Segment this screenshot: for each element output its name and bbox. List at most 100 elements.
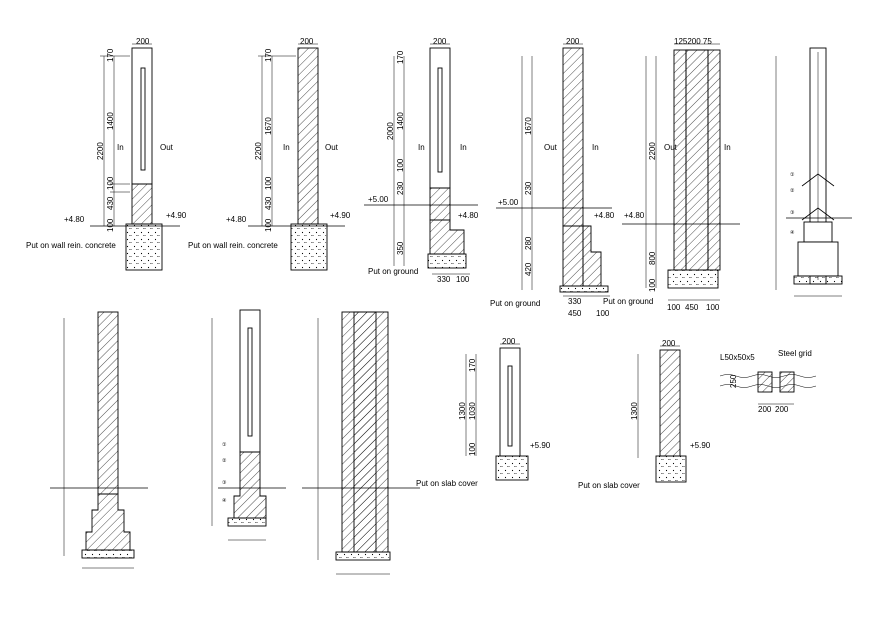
dim: 1400 <box>106 112 115 130</box>
angle-label: L50x50x5 <box>720 353 755 362</box>
dim: 100 <box>106 176 115 190</box>
dim: 330 <box>568 297 582 306</box>
level: +5.00 <box>498 198 519 207</box>
dim: 2200 <box>648 142 657 160</box>
detail-b1 <box>50 311 148 569</box>
svg-text:④: ④ <box>790 230 795 236</box>
dim: 100 <box>106 218 115 232</box>
dim: 1300 <box>458 402 467 420</box>
dim: 450 <box>685 303 699 312</box>
dim: 100 <box>456 275 470 284</box>
level: +4.80 <box>226 215 247 224</box>
svg-text:③: ③ <box>790 210 795 216</box>
side-in: In <box>418 143 425 152</box>
dim-width: 200 <box>502 337 516 346</box>
dim: 230 <box>396 181 405 195</box>
detail-b4: 200 170 1300 1030 100 +5.90 Put on slab … <box>416 337 551 488</box>
side-out: Out <box>325 143 339 152</box>
level: +4.80 <box>624 211 645 220</box>
detail-grid: L50x50x5 Steel grid 250 200 200 <box>719 349 817 414</box>
side-in: In <box>592 143 599 152</box>
side-out: Out <box>544 143 558 152</box>
dim: 200 <box>775 405 789 414</box>
dim: 170 <box>468 358 477 372</box>
note: Put on wall rein. concrete <box>26 241 116 250</box>
detail-3: 200 170 1400 2000 100 230 350 In In +5.0… <box>364 37 479 284</box>
dim-width: 200 <box>566 37 580 46</box>
svg-text:②: ② <box>790 188 795 194</box>
dim: 430 <box>264 196 273 210</box>
dim-width: 200 <box>300 37 314 46</box>
dim: 200 <box>758 405 772 414</box>
dim: 1300 <box>630 402 639 420</box>
dim: 1400 <box>396 112 405 130</box>
svg-text:③: ③ <box>222 480 227 486</box>
dim: 100 <box>264 176 273 190</box>
svg-text:①: ① <box>222 442 227 448</box>
dim: 170 <box>264 48 273 62</box>
dim: 100 <box>396 158 405 172</box>
dim: 330 <box>437 275 451 284</box>
side-in: In <box>724 143 731 152</box>
dim-width: 125200 75 <box>674 37 712 46</box>
level: +4.80 <box>594 211 615 220</box>
svg-text:④: ④ <box>222 498 227 504</box>
level: +5.00 <box>368 195 389 204</box>
dim: 2000 <box>386 122 395 140</box>
detail-b3 <box>302 311 420 575</box>
note: Put on slab cover <box>416 479 478 488</box>
dim: 1670 <box>264 117 273 135</box>
dim: 430 <box>106 196 115 210</box>
dim-width: 200 <box>433 37 447 46</box>
dim: 100 <box>648 278 657 292</box>
side-in: In <box>283 143 290 152</box>
detail-1: 200 170 1400 2200 100 430 100 In Out +4.… <box>26 37 187 271</box>
level: +4.80 <box>458 211 479 220</box>
dim: 170 <box>396 50 405 64</box>
dim: 100 <box>468 442 477 456</box>
level: +4.90 <box>330 211 351 220</box>
dim: 230 <box>524 181 533 195</box>
svg-text:②: ② <box>222 458 227 464</box>
dim: 280 <box>524 236 533 250</box>
dim: 450 <box>568 309 582 318</box>
note: Put on ground <box>368 267 418 276</box>
dim: 170 <box>106 48 115 62</box>
detail-5: 125200 75 2200 800 100 Out In +4.80 Put … <box>603 37 740 312</box>
note: Put on ground <box>490 299 540 308</box>
dim: 1030 <box>468 402 477 420</box>
dim-width: 200 <box>662 339 676 348</box>
dim: 2200 <box>254 142 263 160</box>
detail-b5: 200 1300 +5.90 Put on slab cover <box>578 339 711 490</box>
level: +5.90 <box>530 441 551 450</box>
dim: 2200 <box>96 142 105 160</box>
dim: 100 <box>264 218 273 232</box>
dim: 800 <box>648 251 657 265</box>
level: +4.80 <box>64 215 85 224</box>
dim: 250 <box>729 374 738 388</box>
dim: 350 <box>396 241 405 255</box>
level: +5.90 <box>690 441 711 450</box>
note: Put on wall rein. concrete <box>188 241 278 250</box>
detail-6: ① ② ③ ④ <box>775 47 852 297</box>
dim: 100 <box>706 303 720 312</box>
dim-width: 200 <box>136 37 150 46</box>
detail-4: 200 1670 230 280 420 Out In +5.00 +4.80 … <box>490 37 615 318</box>
side-out: Out <box>160 143 174 152</box>
detail-b2: ① ② ③ ④ <box>211 309 286 541</box>
detail-2: 200 170 1670 2200 100 430 100 In Out +4.… <box>188 37 351 271</box>
note: Put on slab cover <box>578 481 640 490</box>
side-out: Out <box>664 143 678 152</box>
dim: 100 <box>667 303 681 312</box>
side-in: In <box>117 143 124 152</box>
side-out: In <box>460 143 467 152</box>
svg-text:①: ① <box>790 172 795 178</box>
level: +4.90 <box>166 211 187 220</box>
dim: 420 <box>524 262 533 276</box>
dim: 100 <box>596 309 610 318</box>
grid-label: Steel grid <box>778 349 812 358</box>
dim: 1670 <box>524 117 533 135</box>
note: Put on ground <box>603 297 653 306</box>
